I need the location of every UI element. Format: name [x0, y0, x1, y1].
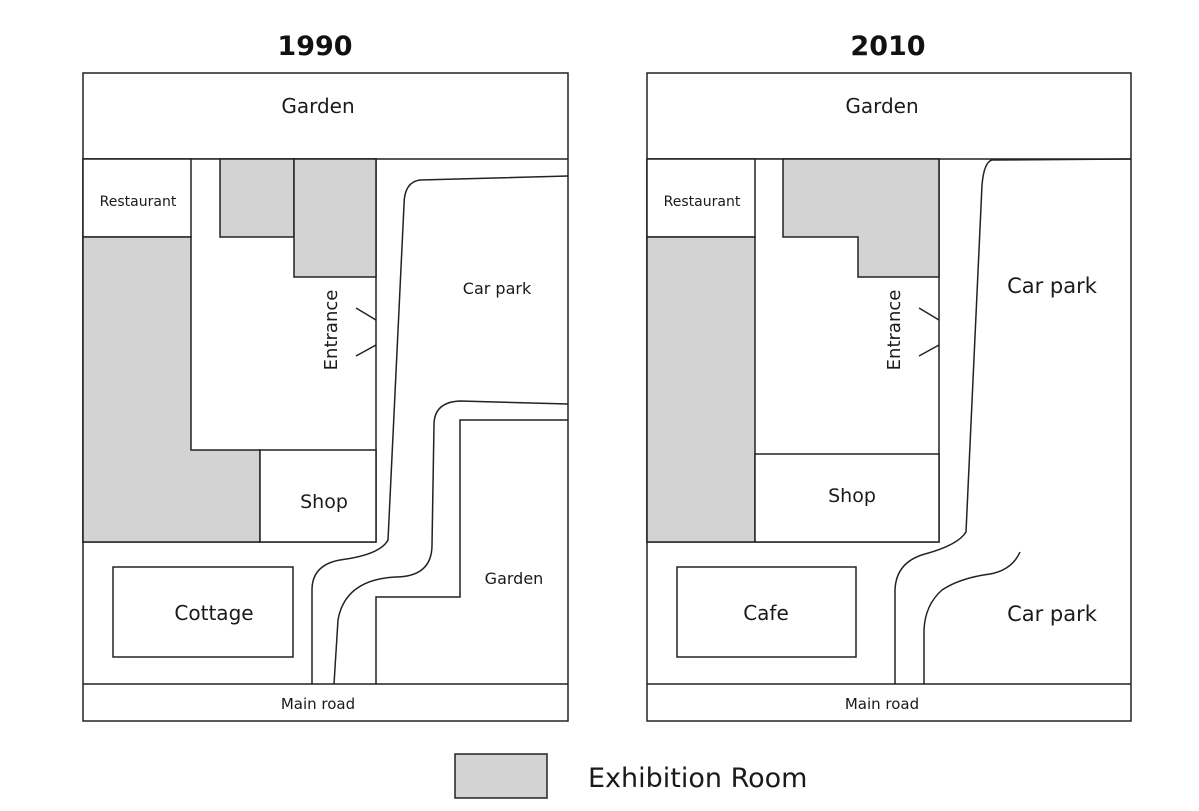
map-1990-exhibition-room-north-b — [293, 158, 377, 278]
map-1990-restaurant-label: Restaurant — [100, 194, 177, 210]
map-2010-cafe — [676, 566, 857, 658]
map-2010-exhibition-room-west — [646, 236, 756, 543]
map-1990-cottage-label: Cottage — [174, 601, 253, 625]
map-2010-cafe-label: Cafe — [743, 601, 789, 625]
map-1990-garden-right-boundary — [375, 419, 568, 684]
map-1990-access-road — [333, 400, 569, 685]
map-2010-exhibition-room-north — [782, 158, 940, 278]
map-1990: 1990 Garden Restaurant Shop Entrance Car… — [82, 31, 569, 722]
map-2010-car-park-lower-label: Car park — [1007, 602, 1098, 626]
map-2010-garden-top-label: Garden — [845, 94, 918, 118]
map-2010-entrance-label: Entrance — [884, 290, 905, 371]
map-2010-shop — [754, 453, 940, 543]
map-2010-year: 2010 — [850, 31, 925, 62]
map-1990-shop — [259, 449, 377, 543]
map-1990-car-park-boundary — [311, 175, 569, 684]
map-2010: 2010 Garden Restaurant Shop Entrance Car… — [646, 31, 1132, 722]
map-1990-shop-label: Shop — [300, 491, 348, 513]
map-1990-entrance-mark-bottom — [355, 344, 377, 357]
map-1990-exhibition-room-north-a — [219, 158, 295, 238]
map-1990-entrance-mark-top — [355, 307, 377, 321]
legend-label: Exhibition Room — [588, 763, 807, 794]
legend: Exhibition Room — [454, 753, 807, 799]
map-2010-entrance-mark-bottom — [918, 344, 940, 357]
map-2010-car-park-boundary — [894, 158, 1132, 684]
map-1990-main-road-label: Main road — [281, 695, 355, 713]
map-2010-main-road-label: Main road — [845, 695, 919, 713]
map-2010-access-road — [923, 551, 1021, 684]
legend-swatch — [454, 753, 548, 799]
map-2010-car-park-upper-label: Car park — [1007, 274, 1098, 298]
map-1990-car-park-label: Car park — [463, 279, 532, 298]
map-1990-entrance-label: Entrance — [321, 290, 342, 371]
map-2010-shop-label: Shop — [828, 485, 876, 507]
map-2010-entrance-mark-top — [918, 307, 940, 321]
map-1990-year: 1990 — [277, 31, 352, 62]
map-1990-garden-top-label: Garden — [281, 94, 354, 118]
map-1990-cottage — [112, 566, 294, 658]
map-1990-garden-right-label: Garden — [485, 569, 544, 588]
map-2010-restaurant-label: Restaurant — [664, 194, 741, 210]
